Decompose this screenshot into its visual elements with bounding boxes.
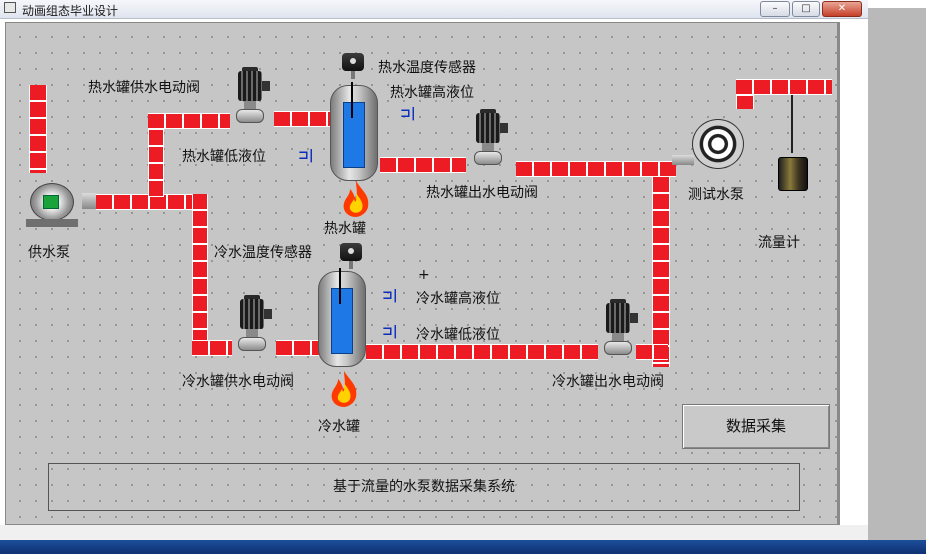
flame-icon [343, 181, 369, 217]
maximize-button[interactable]: □ [792, 1, 820, 17]
label-hot-high-level: 热水罐高液位 [390, 85, 474, 101]
hot-temp-sensor[interactable] [342, 53, 364, 79]
cold-temp-sensor[interactable] [340, 243, 362, 269]
pipe-cold-supply [192, 340, 232, 356]
pipe-return-vertical [652, 177, 670, 367]
pump-icon [692, 119, 744, 169]
label-cold-high-level: 冷水罐高液位 [416, 291, 500, 307]
cursor-mark: + [418, 267, 430, 283]
level-switch-icon: ⊐| [298, 148, 314, 163]
data-acquisition-button[interactable]: 数据采集 [682, 404, 830, 449]
pipe-hot-riser [148, 113, 164, 197]
canvas-shadow-edge [838, 22, 840, 525]
level-switch-icon: ⊐| [382, 288, 398, 303]
pipe-hot-outlet-main [516, 161, 676, 177]
label-test-pump: 测试水泵 [688, 187, 744, 203]
hot-tank-water [343, 102, 365, 168]
cold-outlet-valve[interactable] [598, 299, 642, 361]
process-canvas: 供水泵 热水罐供水电动阀 热水罐出水电动阀 冷水罐供水电动阀 冷水罐出水电动阀 … [5, 22, 838, 525]
pipe-connector [82, 193, 96, 209]
pump-base [26, 219, 78, 227]
pipe-cold-outlet-end [636, 344, 668, 360]
cold-tank[interactable] [318, 268, 366, 367]
desktop-top-edge [868, 0, 926, 8]
flame-icon [331, 371, 357, 407]
motor-valve-icon [240, 299, 264, 329]
system-title-panel: 基于流量的水泵数据采集系统 [48, 463, 800, 511]
close-button[interactable]: ✕ [822, 1, 862, 17]
hot-supply-valve[interactable] [230, 67, 274, 129]
flowmeter-icon[interactable] [778, 157, 808, 191]
hot-outlet-valve[interactable] [468, 109, 512, 171]
pipe-connector [672, 155, 694, 165]
label-cold-temp-sensor: 冷水温度传感器 [214, 245, 312, 261]
pipe-flowmeter-run [736, 79, 832, 95]
pipe-hot-supply-to-tank [274, 111, 346, 127]
hot-tank[interactable] [330, 82, 378, 181]
tank-probe [351, 82, 353, 118]
pipe-cold-down [192, 194, 208, 354]
label-flowmeter: 流量计 [758, 235, 800, 251]
motor-valve-icon [238, 71, 262, 101]
title-bar[interactable]: 动画组态毕业设计 – □ ✕ [0, 0, 868, 19]
test-pump[interactable] [686, 115, 750, 173]
level-switch-icon: ⊐| [382, 324, 398, 339]
label-hot-tank: 热水罐 [324, 221, 366, 237]
label-cold-low-level: 冷水罐低液位 [416, 327, 500, 343]
taskbar [0, 540, 926, 554]
tank-probe [339, 268, 341, 304]
pipe-cold-supply-to-tank [276, 340, 320, 356]
cold-tank-water [331, 288, 353, 354]
label-hot-outlet-valve: 热水罐出水电动阀 [426, 185, 538, 201]
pipe-hot-supply [148, 113, 230, 129]
motor-valve-icon [606, 303, 630, 333]
level-switch-icon: ⊐| [400, 106, 416, 121]
label-cold-outlet-valve: 冷水罐出水电动阀 [552, 374, 664, 390]
pipe-feed-inlet [29, 85, 47, 173]
pump-impeller [43, 195, 59, 209]
pipe-hot-outlet [380, 157, 466, 173]
desktop-background [868, 0, 926, 554]
app-icon [4, 2, 16, 13]
pipe-cold-outlet [366, 344, 598, 360]
label-cold-tank: 冷水罐 [318, 419, 360, 435]
label-hot-supply-valve: 热水罐供水电动阀 [88, 80, 200, 96]
label-feed-pump: 供水泵 [28, 245, 70, 261]
flowmeter-probe [791, 95, 793, 153]
motor-valve-icon [476, 113, 500, 143]
label-cold-supply-valve: 冷水罐供水电动阀 [182, 374, 294, 390]
label-hot-low-level: 热水罐低液位 [182, 149, 266, 165]
window-title: 动画组态毕业设计 [22, 4, 119, 18]
feed-pump[interactable] [26, 173, 82, 231]
cold-supply-valve[interactable] [232, 295, 276, 357]
label-hot-temp-sensor: 热水温度传感器 [378, 60, 476, 76]
minimize-button[interactable]: – [760, 1, 790, 17]
